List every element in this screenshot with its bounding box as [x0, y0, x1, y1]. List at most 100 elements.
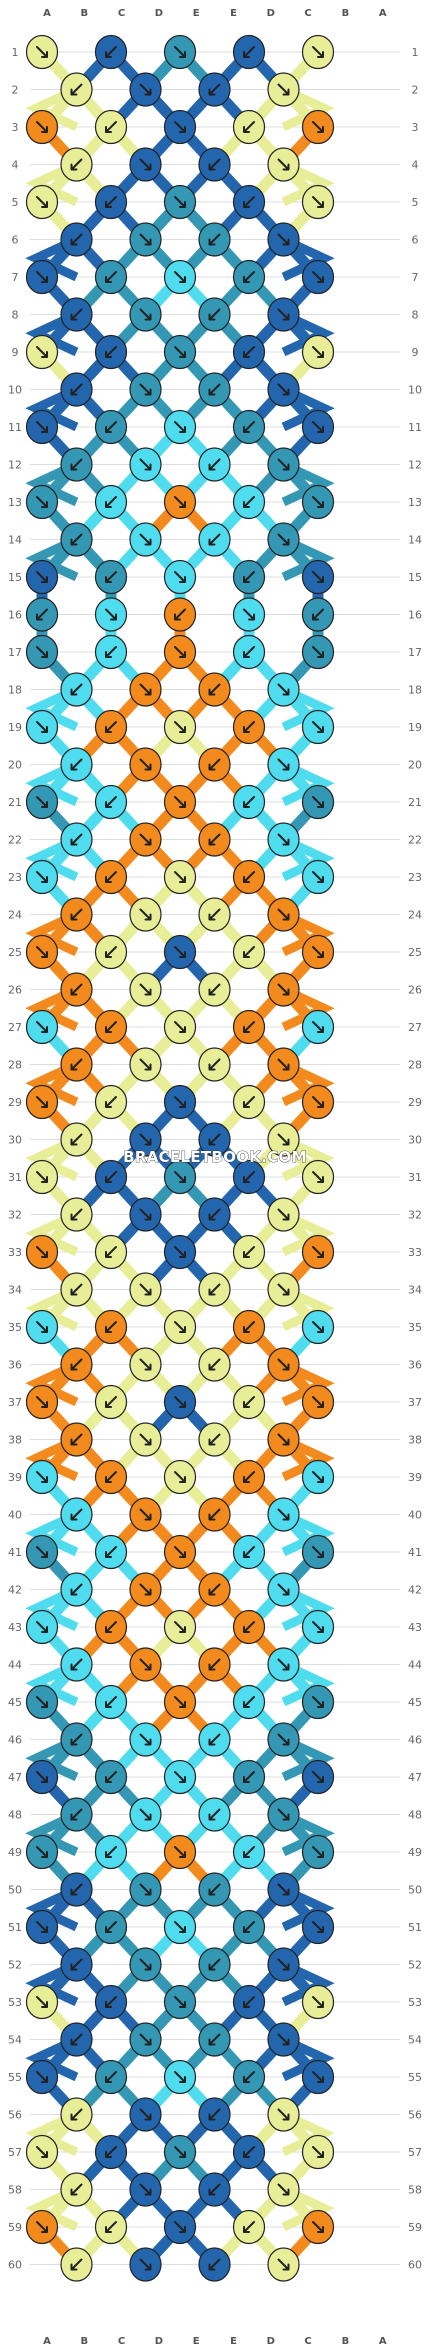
knot-arrow-icon	[277, 1583, 290, 1596]
row-number-right: 11	[408, 421, 422, 434]
knot	[267, 1347, 300, 1382]
knot-arrow-icon	[174, 196, 186, 208]
strand-label-bottom: D	[155, 2336, 163, 2347]
row-number-left: 8	[12, 309, 19, 322]
knot	[25, 184, 59, 220]
knot	[301, 1834, 335, 1870]
knot	[25, 709, 59, 745]
knot	[232, 934, 266, 970]
knot	[94, 1309, 128, 1345]
knot	[267, 1272, 300, 1307]
knot	[163, 634, 197, 670]
strand-label-top: B	[80, 8, 88, 19]
knot-arrow-icon	[243, 121, 255, 133]
row-number-left: 33	[8, 1246, 22, 1259]
knot-arrow-icon	[105, 796, 117, 808]
knot	[163, 1084, 197, 1120]
knot	[163, 484, 197, 520]
knot-arrow-icon	[70, 1508, 83, 1521]
knot-arrow-icon	[139, 1733, 152, 1746]
knot	[232, 1984, 266, 2020]
knot-arrow-icon	[277, 1283, 290, 1296]
knot-arrow-icon	[243, 796, 255, 808]
knot-arrow-icon	[70, 1208, 83, 1221]
knot-arrow-icon	[70, 1958, 83, 1971]
knot	[267, 72, 300, 107]
knot-arrow-icon	[243, 1396, 255, 1408]
row-number-left: 57	[8, 2146, 22, 2159]
knot-arrow-icon	[36, 946, 48, 958]
knot	[129, 1272, 162, 1307]
knot	[25, 634, 59, 670]
knot	[94, 2059, 128, 2095]
knot-arrow-icon	[277, 1433, 290, 1446]
knot-arrow-icon	[277, 1808, 290, 1821]
knot	[301, 1084, 335, 1120]
row-number-left: 34	[8, 1284, 22, 1297]
knot-arrow-icon	[312, 608, 324, 621]
knot	[94, 484, 128, 520]
knot-arrow-icon	[243, 1321, 255, 1333]
knot-arrow-icon	[36, 1246, 48, 1258]
knot	[94, 1684, 128, 1720]
row-number-right: 54	[408, 2034, 422, 2047]
knot-arrow-icon	[277, 983, 290, 996]
knot	[94, 34, 128, 70]
knot	[267, 747, 300, 782]
row-number-right: 37	[408, 1396, 422, 1409]
knot-arrow-icon	[277, 1658, 290, 1671]
knot	[267, 2172, 300, 2207]
knot	[301, 34, 335, 70]
knot-arrow-icon	[312, 121, 324, 133]
knot	[60, 1797, 93, 1832]
knot-arrow-icon	[105, 1471, 117, 1483]
knot	[198, 2172, 231, 2207]
knot-arrow-icon	[174, 421, 186, 433]
knot	[129, 2247, 162, 2282]
knot-arrow-icon	[36, 1771, 48, 1783]
knot-arrow-icon	[277, 2258, 290, 2271]
knot-arrow-icon	[208, 833, 221, 846]
knot-arrow-icon	[277, 533, 290, 546]
knot	[301, 1309, 335, 1345]
strand-label-top: E	[230, 8, 237, 19]
knot	[198, 672, 231, 707]
knot-arrow-icon	[174, 946, 186, 958]
knot	[60, 1647, 93, 1682]
knot	[94, 259, 128, 295]
knot	[232, 634, 266, 670]
knot-arrow-icon	[208, 2033, 221, 2046]
knot	[94, 109, 128, 145]
knot	[267, 1722, 300, 1757]
row-number-left: 46	[8, 1734, 22, 1747]
knot	[163, 2059, 197, 2095]
knot	[301, 1159, 335, 1195]
knot-arrow-icon	[174, 1396, 186, 1408]
strand-label-top: A	[379, 8, 387, 19]
knot	[163, 334, 197, 370]
knot	[25, 259, 59, 295]
row-number-right: 50	[408, 1884, 422, 1897]
knot	[232, 1834, 266, 1870]
strand-label-bottom: C	[304, 2336, 311, 2347]
knot-arrow-icon	[139, 2183, 152, 2196]
knot	[301, 859, 335, 895]
knot	[163, 709, 197, 745]
knot	[267, 1422, 300, 1457]
row-number-right: 47	[408, 1771, 422, 1784]
knot-arrow-icon	[105, 608, 117, 621]
watermark-group: BRACELETBOOK.COM	[123, 1148, 307, 1167]
row-number-right: 36	[408, 1359, 422, 1372]
knot	[25, 2134, 59, 2170]
knot-arrow-icon	[312, 1996, 324, 2008]
knot-arrow-icon	[36, 196, 48, 208]
knot-arrow-icon	[139, 83, 152, 96]
row-number-right: 39	[408, 1471, 422, 1484]
knot-arrow-icon	[174, 1996, 186, 2008]
knot	[129, 1122, 162, 1157]
knot	[94, 1534, 128, 1570]
knot-arrow-icon	[174, 1621, 186, 1633]
knot-arrow-icon	[312, 1471, 324, 1483]
knot	[198, 72, 231, 107]
knot	[129, 1422, 162, 1457]
